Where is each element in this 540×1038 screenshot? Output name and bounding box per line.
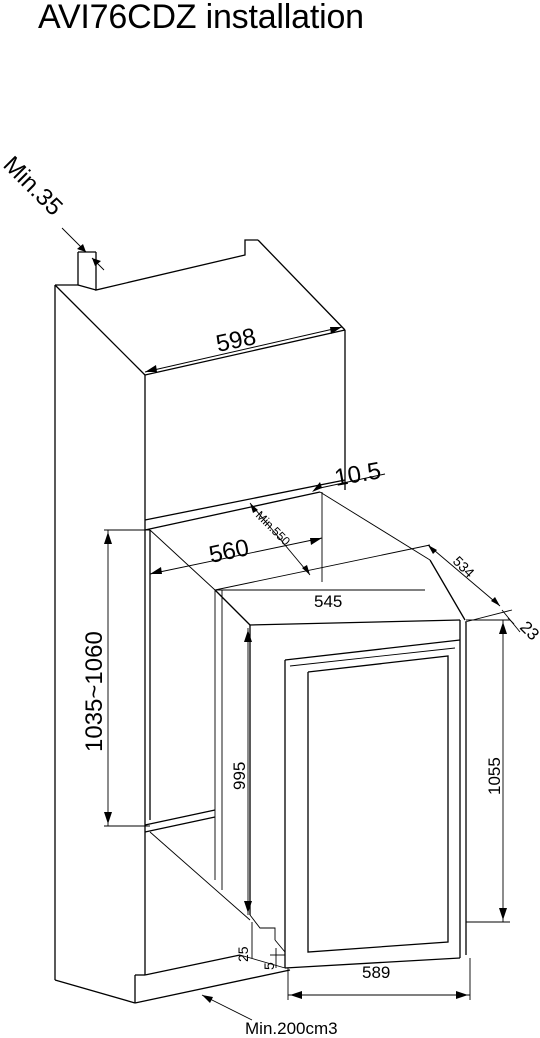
page-title: AVI76CDZ installation — [38, 0, 364, 36]
label-min-550: Min.550 — [253, 508, 293, 548]
dim-10-5: 10.5 — [312, 457, 386, 492]
dim-1035-1060: 1035~1060 — [81, 529, 150, 827]
dim-25: 25 — [235, 922, 253, 962]
label-1035-1060: 1035~1060 — [81, 631, 108, 752]
label-25: 25 — [235, 946, 251, 962]
dim-589: 589 — [287, 958, 471, 1000]
dim-1055: 1055 — [466, 619, 510, 923]
label-ventilation: Min.200cm3 — [245, 1019, 338, 1038]
label-5: 5 — [261, 962, 277, 970]
label-545: 545 — [314, 592, 342, 611]
dim-545: 545 — [215, 589, 425, 611]
label-1055: 1055 — [485, 757, 504, 795]
label-10-5: 10.5 — [332, 457, 383, 492]
dim-598: 598 — [144, 323, 343, 373]
label-23: 23 — [516, 617, 540, 644]
label-589: 589 — [362, 963, 390, 982]
dim-ventilation: Min.200cm3 — [201, 994, 338, 1038]
dim-995: 995 — [230, 628, 252, 915]
label-560: 560 — [207, 534, 252, 569]
label-min-35: Min.35 — [0, 151, 68, 221]
label-598: 598 — [214, 323, 259, 358]
cabinet-outline — [54, 239, 431, 1004]
label-995: 995 — [230, 762, 249, 790]
label-534: 534 — [450, 553, 478, 581]
dim-534: 534 — [427, 544, 513, 623]
wine-cooler-body — [214, 559, 467, 969]
dim-5: 5 — [261, 948, 285, 970]
dim-23: 23 — [501, 609, 540, 644]
